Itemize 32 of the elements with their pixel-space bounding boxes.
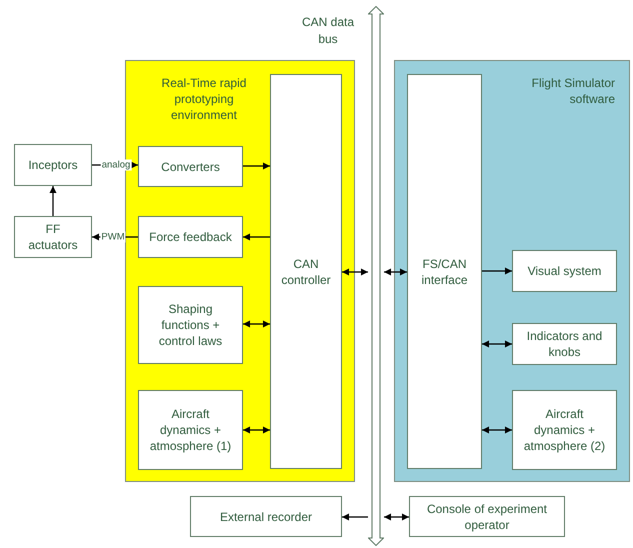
arrow xyxy=(50,186,56,216)
group-panel xyxy=(394,60,630,482)
arrow xyxy=(384,514,409,520)
process-box: Force feedback xyxy=(138,216,243,258)
process-box: Shaping functions + control laws xyxy=(138,286,243,364)
arrow xyxy=(342,268,368,276)
arrow xyxy=(243,234,270,240)
process-box: Inceptors xyxy=(14,144,92,186)
arrow xyxy=(482,340,512,348)
process-box: Aircraft dynamics + atmosphere (2) xyxy=(512,390,617,470)
arrow xyxy=(243,426,270,434)
bus-label: CAN data bus xyxy=(300,14,356,48)
panel-title: Real-Time rapid prototyping environment xyxy=(160,75,248,123)
arrow xyxy=(384,268,407,276)
process-box: Indicators and knobs xyxy=(512,323,617,365)
process-box: CAN controller xyxy=(270,74,342,469)
process-box: Console of experiment operator xyxy=(409,496,565,537)
arrow xyxy=(482,268,512,274)
process-box: Aircraft dynamics + atmosphere (1) xyxy=(138,390,243,470)
process-box: Converters xyxy=(138,146,243,187)
process-box: External recorder xyxy=(190,496,342,537)
process-box: FF actuators xyxy=(14,216,92,258)
data-bus-arrow xyxy=(368,6,384,546)
arrow xyxy=(243,320,270,328)
edge-label: PWM xyxy=(100,232,126,242)
process-box: Visual system xyxy=(512,250,617,292)
panel-title: Flight Simulator software xyxy=(530,75,615,107)
arrow xyxy=(482,426,512,434)
edge-label: analog xyxy=(100,160,132,170)
process-box: FS/CAN interface xyxy=(407,74,482,469)
arrow xyxy=(243,162,270,170)
arrow xyxy=(342,514,368,520)
